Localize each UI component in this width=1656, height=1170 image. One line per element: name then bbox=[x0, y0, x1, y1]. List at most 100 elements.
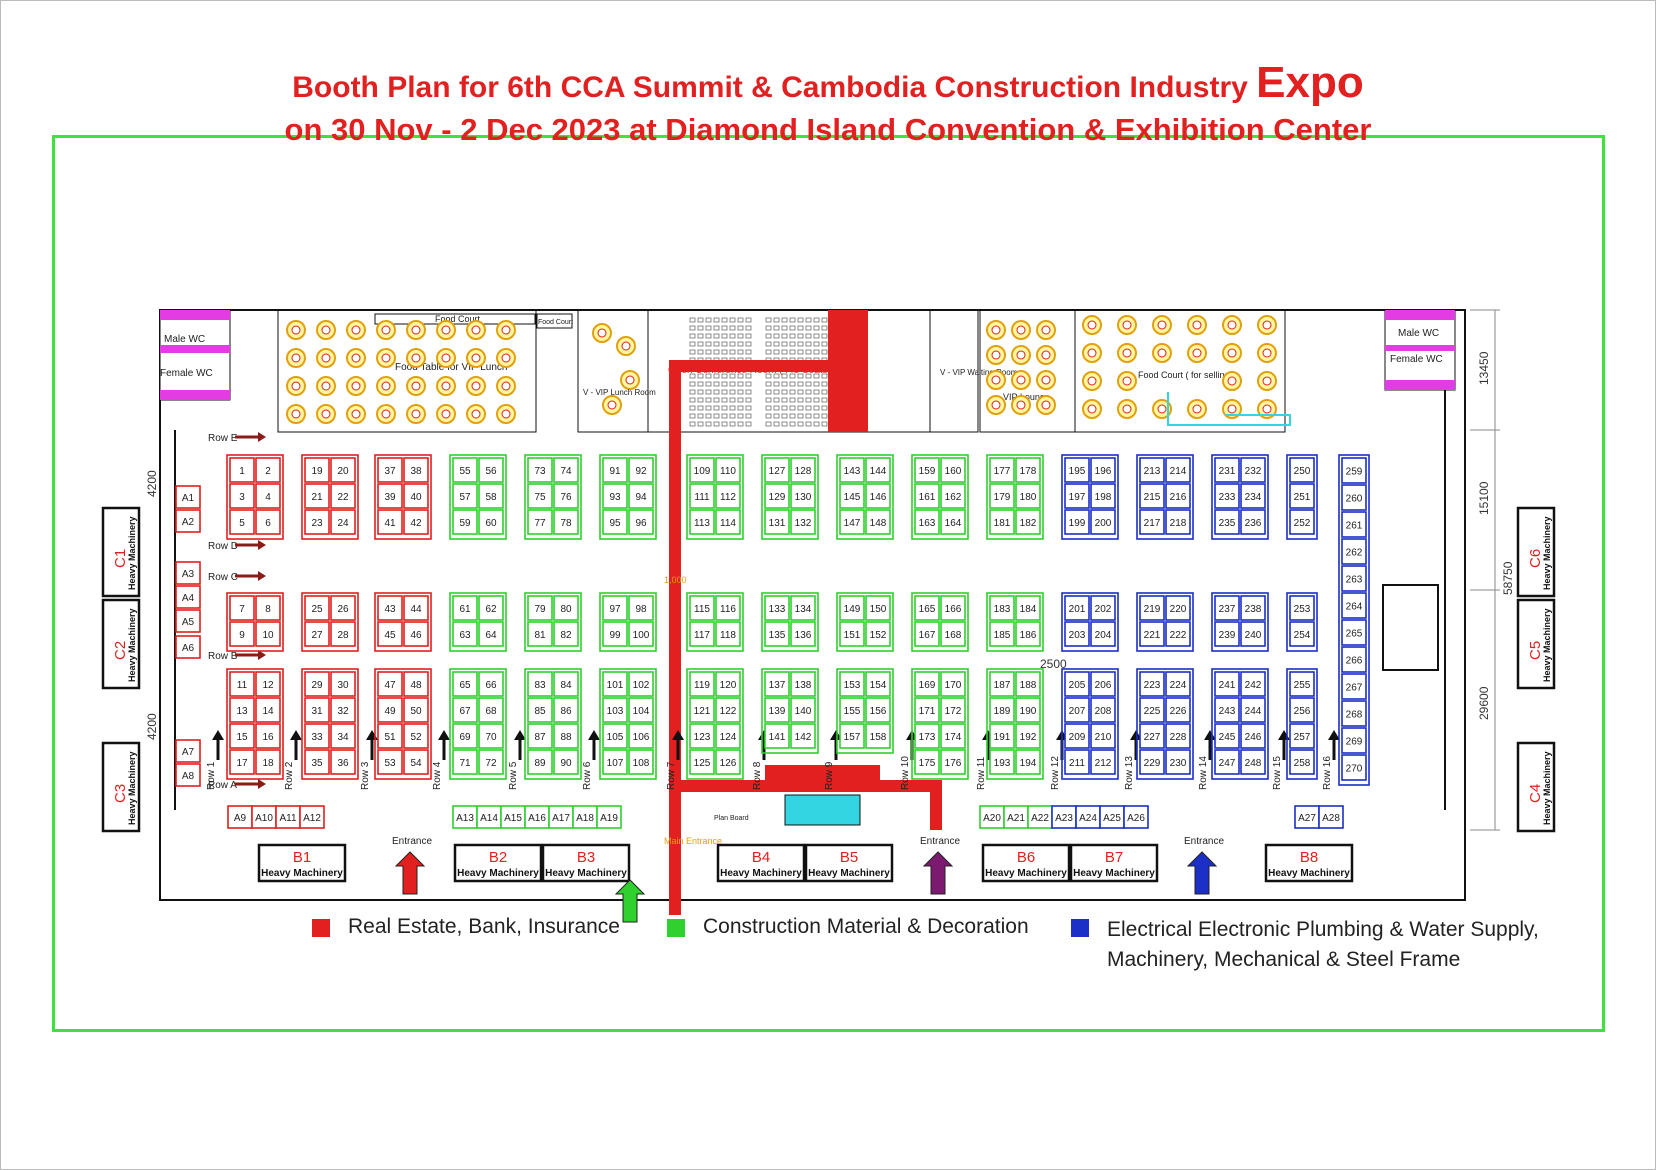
booth[interactable]: 254 bbox=[1289, 621, 1315, 647]
booth[interactable]: 161 bbox=[914, 483, 940, 509]
booth[interactable]: 64 bbox=[478, 621, 504, 647]
booth[interactable]: 106 bbox=[628, 723, 654, 749]
booth[interactable]: 169 bbox=[914, 671, 940, 697]
booth[interactable]: 56 bbox=[478, 457, 504, 483]
booth[interactable]: 84 bbox=[553, 671, 579, 697]
booth[interactable]: 120 bbox=[715, 671, 741, 697]
booth[interactable]: 180 bbox=[1015, 483, 1041, 509]
booth[interactable]: 155 bbox=[839, 697, 865, 723]
booth[interactable]: 131 bbox=[764, 509, 790, 535]
booth[interactable]: 175 bbox=[914, 749, 940, 775]
booth[interactable]: A26 bbox=[1123, 805, 1149, 829]
booth[interactable]: 99 bbox=[602, 621, 628, 647]
booth[interactable]: 237 bbox=[1214, 595, 1240, 621]
booth[interactable]: 85 bbox=[527, 697, 553, 723]
booth[interactable]: 165 bbox=[914, 595, 940, 621]
booth[interactable]: 203 bbox=[1064, 621, 1090, 647]
booth[interactable]: 46 bbox=[403, 621, 429, 647]
booth[interactable]: 38 bbox=[403, 457, 429, 483]
booth[interactable]: 214 bbox=[1165, 457, 1191, 483]
booth[interactable]: 172 bbox=[940, 697, 966, 723]
booth[interactable]: 174 bbox=[940, 723, 966, 749]
booth[interactable]: 238 bbox=[1240, 595, 1266, 621]
booth[interactable]: A18 bbox=[572, 805, 598, 829]
booth[interactable]: 263 bbox=[1341, 565, 1367, 592]
booth[interactable]: 197 bbox=[1064, 483, 1090, 509]
booth[interactable]: 201 bbox=[1064, 595, 1090, 621]
booth[interactable]: 195 bbox=[1064, 457, 1090, 483]
booth[interactable]: 88 bbox=[553, 723, 579, 749]
booth[interactable]: 170 bbox=[940, 671, 966, 697]
booth[interactable]: 115 bbox=[689, 595, 715, 621]
booth[interactable]: 224 bbox=[1165, 671, 1191, 697]
booth[interactable]: 192 bbox=[1015, 723, 1041, 749]
booth[interactable]: 256 bbox=[1289, 697, 1315, 723]
booth[interactable]: 50 bbox=[403, 697, 429, 723]
booth[interactable]: A20 bbox=[979, 805, 1005, 829]
booth[interactable]: 190 bbox=[1015, 697, 1041, 723]
booth[interactable]: 81 bbox=[527, 621, 553, 647]
booth[interactable]: 137 bbox=[764, 671, 790, 697]
booth[interactable]: 119 bbox=[689, 671, 715, 697]
booth[interactable]: 199 bbox=[1064, 509, 1090, 535]
booth[interactable]: 18 bbox=[255, 749, 281, 775]
booth[interactable]: 24 bbox=[330, 509, 356, 535]
booth[interactable]: 97 bbox=[602, 595, 628, 621]
booth[interactable]: 177 bbox=[989, 457, 1015, 483]
booth[interactable]: 62 bbox=[478, 595, 504, 621]
booth[interactable]: 243 bbox=[1214, 697, 1240, 723]
booth[interactable]: 17 bbox=[229, 749, 255, 775]
booth[interactable]: 121 bbox=[689, 697, 715, 723]
booth[interactable]: 75 bbox=[527, 483, 553, 509]
booth[interactable]: A10 bbox=[251, 805, 277, 829]
booth[interactable]: 242 bbox=[1240, 671, 1266, 697]
booth[interactable]: 144 bbox=[865, 457, 891, 483]
booth[interactable]: 37 bbox=[377, 457, 403, 483]
booth[interactable]: A3 bbox=[175, 561, 201, 585]
booth[interactable]: 110 bbox=[715, 457, 741, 483]
booth[interactable]: 124 bbox=[715, 723, 741, 749]
booth[interactable]: 258 bbox=[1289, 749, 1315, 775]
booth[interactable]: 186 bbox=[1015, 621, 1041, 647]
booth[interactable]: 95 bbox=[602, 509, 628, 535]
booth[interactable]: 188 bbox=[1015, 671, 1041, 697]
booth[interactable]: 129 bbox=[764, 483, 790, 509]
booth[interactable]: 270 bbox=[1341, 754, 1367, 781]
booth[interactable]: 189 bbox=[989, 697, 1015, 723]
booth[interactable]: A14 bbox=[476, 805, 502, 829]
booth[interactable]: 103 bbox=[602, 697, 628, 723]
booth[interactable]: 74 bbox=[553, 457, 579, 483]
booth[interactable]: 123 bbox=[689, 723, 715, 749]
booth[interactable]: 246 bbox=[1240, 723, 1266, 749]
booth[interactable]: 112 bbox=[715, 483, 741, 509]
booth[interactable]: 166 bbox=[940, 595, 966, 621]
booth[interactable]: 86 bbox=[553, 697, 579, 723]
booth[interactable]: 223 bbox=[1139, 671, 1165, 697]
booth[interactable]: 153 bbox=[839, 671, 865, 697]
booth[interactable]: 168 bbox=[940, 621, 966, 647]
booth[interactable]: 143 bbox=[839, 457, 865, 483]
booth[interactable]: 265 bbox=[1341, 619, 1367, 646]
booth[interactable]: 98 bbox=[628, 595, 654, 621]
booth[interactable]: 145 bbox=[839, 483, 865, 509]
booth[interactable]: 57 bbox=[452, 483, 478, 509]
booth[interactable]: 268 bbox=[1341, 700, 1367, 727]
booth[interactable]: 8 bbox=[255, 595, 281, 621]
booth[interactable]: 55 bbox=[452, 457, 478, 483]
booth[interactable]: 149 bbox=[839, 595, 865, 621]
booth[interactable]: 82 bbox=[553, 621, 579, 647]
booth[interactable]: 54 bbox=[403, 749, 429, 775]
booth[interactable]: 30 bbox=[330, 671, 356, 697]
booth[interactable]: 183 bbox=[989, 595, 1015, 621]
booth[interactable]: 31 bbox=[304, 697, 330, 723]
booth[interactable]: 35 bbox=[304, 749, 330, 775]
booth[interactable]: 154 bbox=[865, 671, 891, 697]
booth[interactable]: 162 bbox=[940, 483, 966, 509]
booth[interactable]: 16 bbox=[255, 723, 281, 749]
booth[interactable]: 128 bbox=[790, 457, 816, 483]
